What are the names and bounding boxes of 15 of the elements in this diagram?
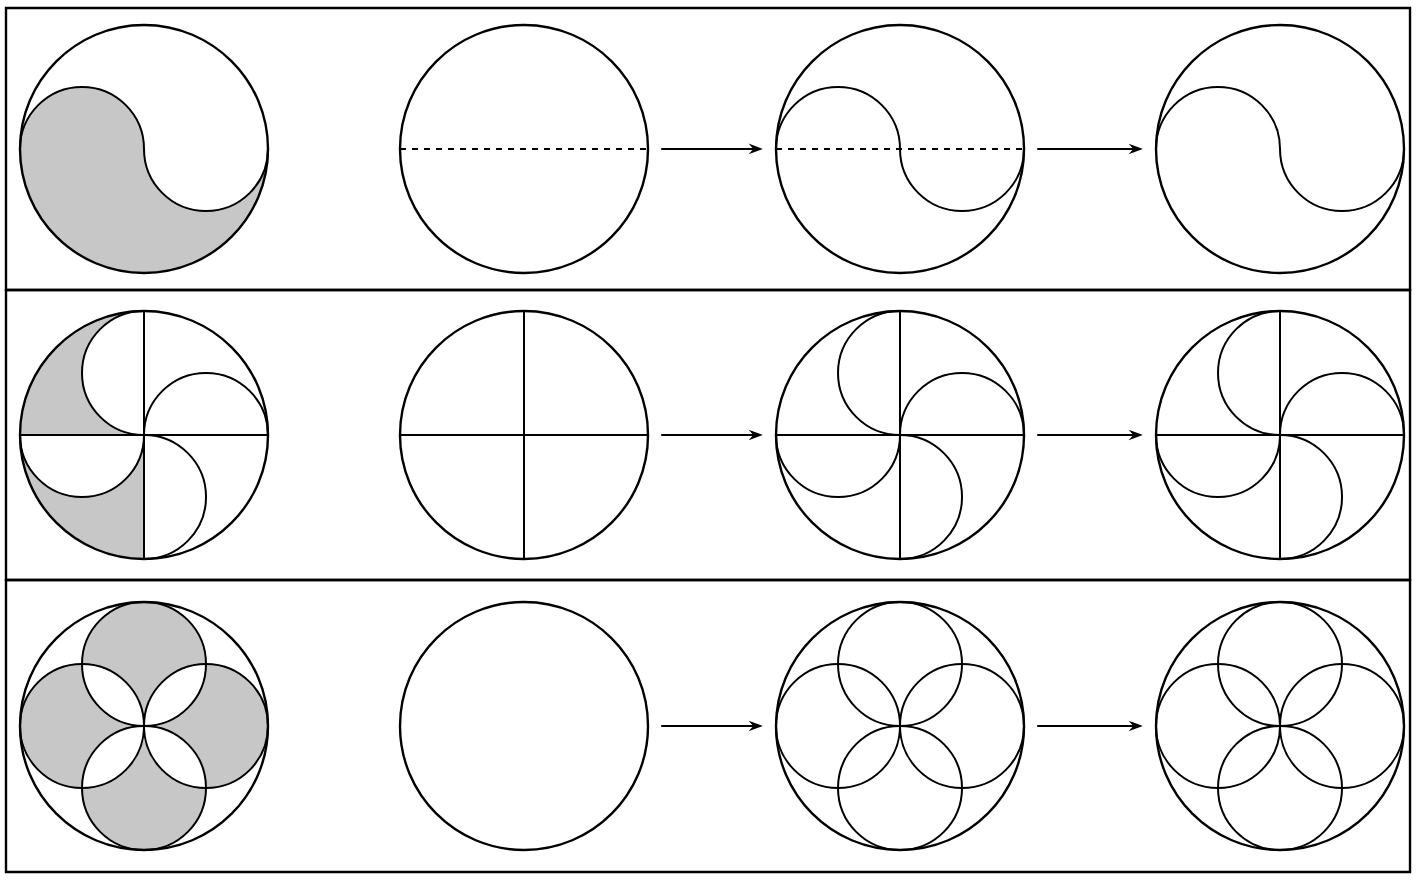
circle-drawing <box>18 23 270 275</box>
circle-drawing <box>1154 600 1406 852</box>
circle-drawing <box>774 600 1026 852</box>
circle-drawing <box>774 23 1026 275</box>
circle-drawing <box>1154 23 1406 275</box>
circle-drawing <box>18 600 270 852</box>
circle-drawing <box>18 309 270 561</box>
circle-drawing <box>398 23 650 275</box>
row-panel <box>4 578 1412 874</box>
row-panel <box>4 288 1412 582</box>
circle-drawing <box>398 309 650 561</box>
circle-drawing <box>1154 309 1406 561</box>
circle-drawing <box>398 600 650 852</box>
row-panel <box>4 6 1412 292</box>
circle-drawing <box>774 309 1026 561</box>
